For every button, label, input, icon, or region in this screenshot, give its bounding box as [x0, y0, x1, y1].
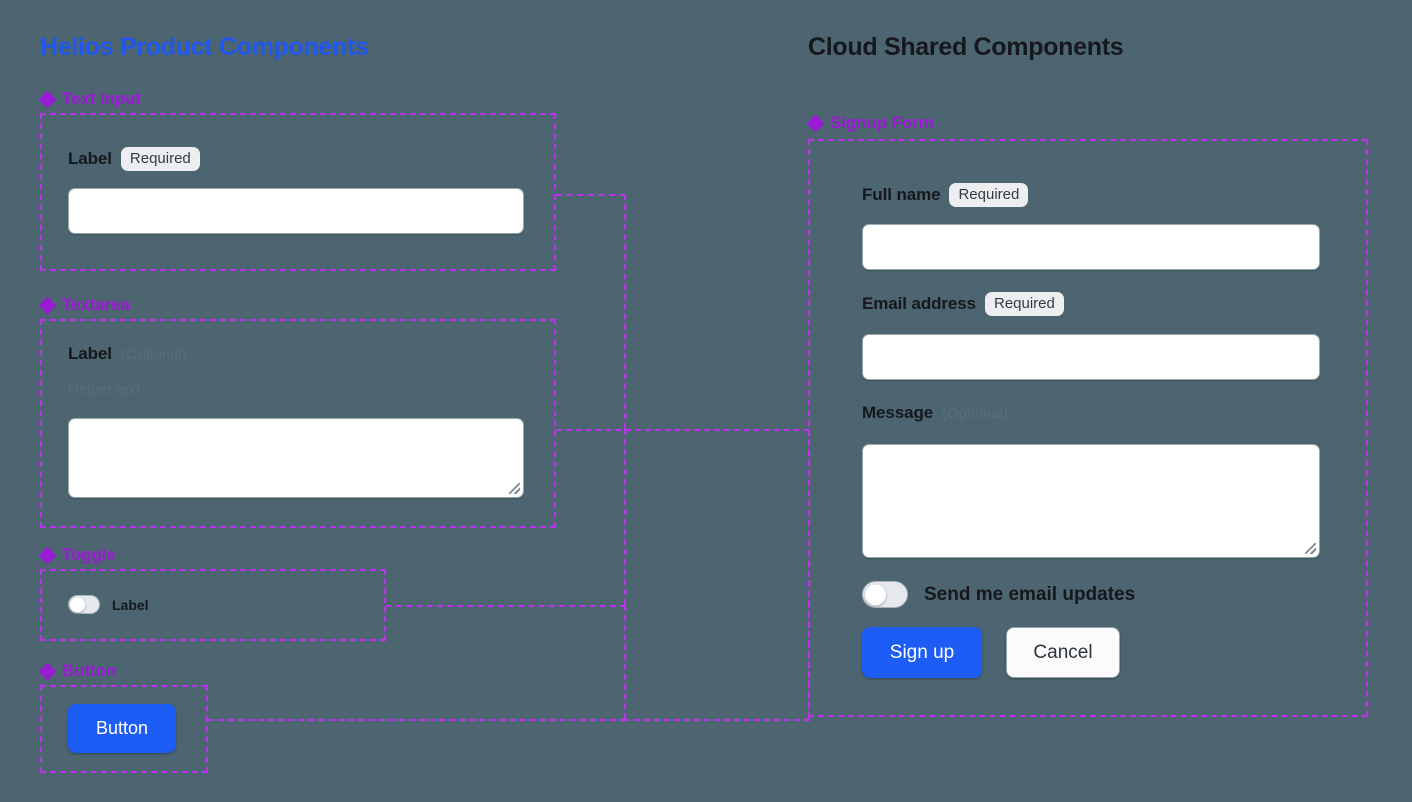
- message-textarea-wrap[interactable]: [862, 444, 1320, 558]
- connector-button-v: [624, 605, 626, 719]
- four-diamond-icon: [38, 662, 57, 680]
- email-input[interactable]: [862, 334, 1320, 380]
- connector-textarea-h: [556, 429, 809, 431]
- email-required-badge: Required: [984, 292, 1064, 316]
- section-label-textarea: Textarea: [38, 295, 130, 315]
- message-optional-tag: (Optional): [942, 404, 1008, 422]
- section-label-text: Text Input: [62, 89, 141, 108]
- email-updates-toggle-row[interactable]: Send me email updates: [862, 581, 1135, 608]
- four-diamond-icon: [38, 546, 57, 564]
- four-diamond-icon: [38, 296, 57, 314]
- textarea-field[interactable]: [69, 419, 523, 497]
- section-label-text: Signup Form: [830, 113, 934, 132]
- message-label: Message: [862, 403, 934, 422]
- four-diamond-icon: [38, 90, 57, 108]
- section-label-text: Textarea: [62, 295, 130, 314]
- page-title-left: Helios Product Components: [40, 33, 369, 61]
- textarea-field-wrap[interactable]: [68, 418, 524, 498]
- connector-bottom-trunk: [624, 719, 810, 721]
- section-label-signup-form: Signup Form: [806, 113, 934, 133]
- toggle-switch[interactable]: [68, 595, 100, 614]
- four-diamond-icon: [806, 114, 825, 132]
- sign-up-button[interactable]: Sign up: [862, 627, 982, 678]
- frame-signup-form: [808, 139, 1368, 717]
- toggle-label: Label: [112, 596, 149, 613]
- connector-toggle-h: [386, 605, 626, 607]
- full-name-required-badge: Required: [949, 183, 1029, 207]
- message-textarea[interactable]: [863, 445, 1319, 557]
- section-label-toggle: Toggle: [38, 545, 116, 565]
- toggle-row-left[interactable]: Label: [68, 595, 149, 614]
- cancel-button[interactable]: Cancel: [1006, 627, 1120, 678]
- full-name-label: Full name: [862, 185, 941, 204]
- section-label-text: Button: [62, 661, 117, 680]
- textarea-label-row: Label (Optional): [68, 344, 187, 364]
- textarea-helper-text: Helper text: [68, 381, 141, 398]
- toggle-knob: [70, 597, 85, 612]
- section-label-text-input: Text Input: [38, 89, 141, 109]
- email-updates-label: Send me email updates: [924, 583, 1136, 605]
- connector-text-input-v: [624, 194, 626, 429]
- text-input-required-badge: Required: [120, 147, 200, 171]
- text-input-label-row: Label Required: [68, 147, 200, 171]
- full-name-input[interactable]: [862, 224, 1320, 270]
- email-updates-switch[interactable]: [862, 581, 908, 608]
- full-name-label-row: Full name Required: [862, 183, 1029, 207]
- email-label: Email address: [862, 294, 976, 313]
- connector-button-h: [208, 719, 626, 721]
- connector-toggle-v: [624, 429, 626, 605]
- frame-button: [40, 685, 208, 773]
- email-label-row: Email address Required: [862, 292, 1064, 316]
- section-label-text: Toggle: [62, 545, 116, 564]
- frame-toggle: [40, 569, 386, 641]
- page-title-right: Cloud Shared Components: [808, 33, 1124, 61]
- text-input-label: Label: [68, 149, 112, 168]
- email-updates-knob: [865, 584, 886, 605]
- message-label-row: Message (Optional): [862, 403, 1008, 423]
- text-input-field[interactable]: [68, 188, 524, 234]
- textarea-label: Label: [68, 344, 112, 363]
- connector-text-input-h1: [556, 194, 626, 196]
- demo-button[interactable]: Button: [68, 704, 176, 753]
- frame-textarea: [40, 319, 556, 528]
- textarea-optional-tag: (Optional): [120, 345, 187, 363]
- section-label-button: Button: [38, 661, 117, 681]
- frame-text-input: [40, 113, 556, 271]
